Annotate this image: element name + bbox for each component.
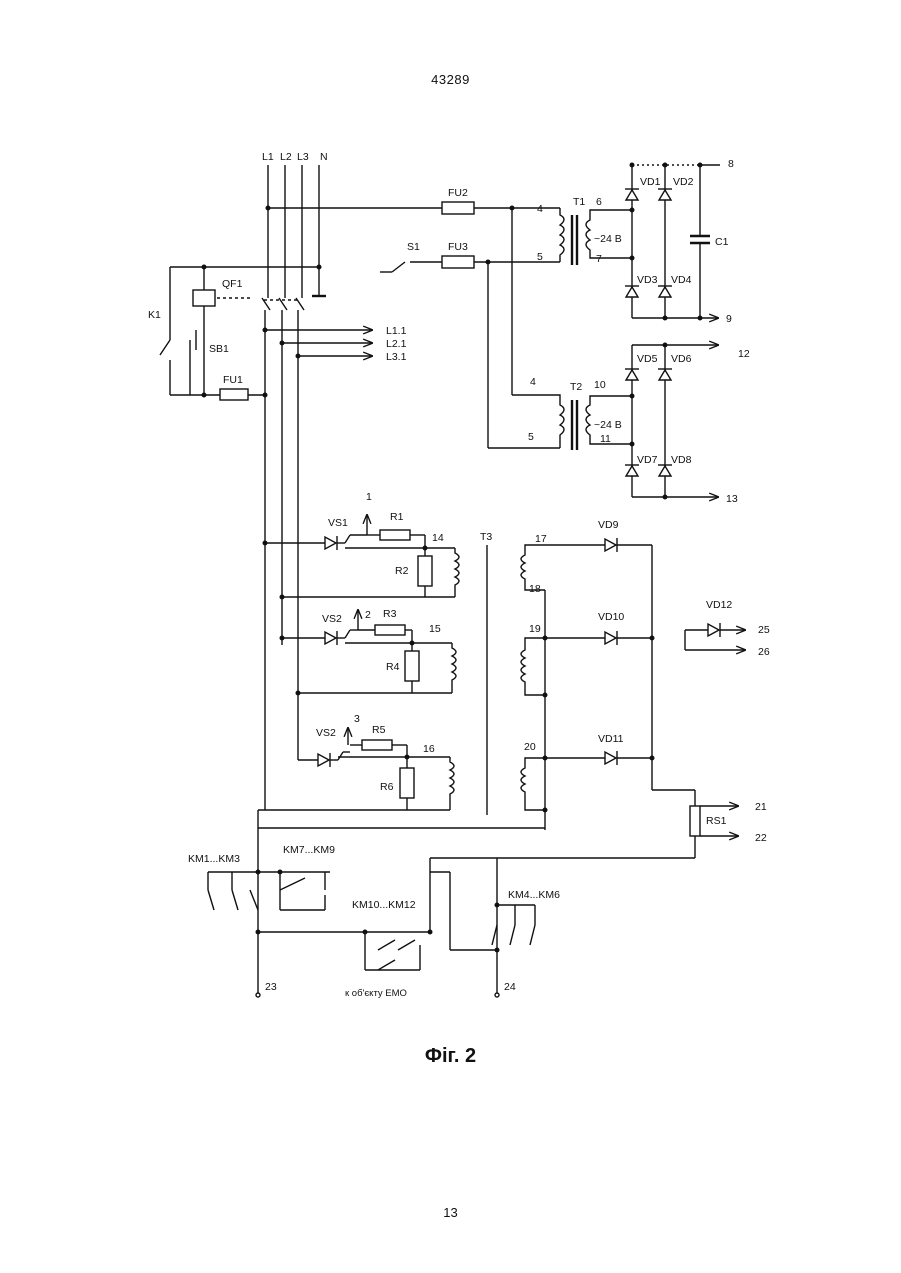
label-s1: S1	[407, 241, 420, 253]
label-t2-pin4: 4	[530, 376, 536, 388]
label-vd12: VD12	[706, 599, 732, 611]
transformer-supply	[266, 202, 560, 448]
label-vs1: VS1	[328, 517, 348, 529]
label-pin18: 18	[529, 583, 541, 595]
label-pin24: 24	[504, 981, 516, 993]
label-vs2-first: VS2	[322, 613, 342, 625]
page-number: 13	[0, 1205, 901, 1220]
label-pin22: 22	[755, 832, 767, 844]
label-vd4: VD4	[671, 274, 692, 286]
label-pin19: 19	[529, 623, 541, 635]
label-r3: R3	[383, 608, 397, 620]
transformer-t3-secondary	[521, 538, 738, 858]
label-t2-pin5: 5	[528, 431, 534, 443]
thyristor-branch-1	[263, 515, 459, 599]
label-sb1: SB1	[209, 343, 229, 355]
label-pin16: 16	[423, 743, 435, 755]
label-vs2-second: VS2	[316, 727, 336, 739]
label-pin20: 20	[524, 741, 536, 753]
rectifier-bridge-2	[625, 343, 718, 499]
label-pin3: 3	[354, 713, 360, 725]
label-l21: L2.1	[386, 338, 407, 350]
label-rs1: RS1	[706, 815, 727, 827]
label-vd2: VD2	[673, 176, 694, 188]
label-r4: R4	[386, 661, 400, 673]
label-vd1: VD1	[640, 176, 661, 188]
label-n: N	[320, 151, 328, 163]
label-r1: R1	[390, 511, 404, 523]
label-pin14: 14	[432, 532, 444, 544]
label-vd7: VD7	[637, 454, 658, 466]
power-bus	[262, 165, 326, 810]
label-pin12: 12	[738, 348, 750, 360]
label-km7-km9: KM7...KM9	[283, 844, 335, 856]
label-pin15: 15	[429, 623, 441, 635]
thyristor-branch-3	[258, 728, 454, 810]
label-pin9: 9	[726, 313, 732, 325]
label-l1: L1	[262, 151, 274, 163]
label-pin13: 13	[726, 493, 738, 505]
label-km1-km3: KM1...KM3	[188, 853, 240, 865]
label-fu1: FU1	[223, 374, 243, 386]
label-vd11: VD11	[598, 733, 624, 745]
label-k1: K1	[148, 309, 161, 321]
label-pin1: 1	[366, 491, 372, 503]
label-t1: T1	[573, 196, 585, 208]
label-pin10: 10	[594, 379, 606, 391]
label-km4-km6: KM4...KM6	[508, 889, 560, 901]
label-pin21: 21	[755, 801, 767, 813]
label-pin25: 25	[758, 624, 770, 636]
label-t1-pin5: 5	[537, 251, 543, 263]
label-vd9: VD9	[598, 519, 619, 531]
label-pin26: 26	[758, 646, 770, 658]
label-vd8: VD8	[671, 454, 692, 466]
label-km10-km12: KM10...KM12	[352, 899, 416, 911]
label-qf1: QF1	[222, 278, 243, 290]
label-l11: L1.1	[386, 325, 407, 337]
label-l2: L2	[280, 151, 292, 163]
contactor-block	[208, 810, 695, 997]
label-fu3: FU3	[448, 241, 468, 253]
label-emo-object: к об'єкту ЕМО	[345, 988, 407, 999]
label-l31: L3.1	[386, 351, 407, 363]
label-t2: T2	[570, 381, 582, 393]
label-vd5: VD5	[637, 353, 658, 365]
label-l3: L3	[297, 151, 309, 163]
label-vd3: VD3	[637, 274, 658, 286]
label-r6: R6	[380, 781, 394, 793]
label-voltage-24v-2: ~24 B	[594, 419, 622, 431]
phase-outputs	[263, 328, 372, 358]
label-pin23: 23	[265, 981, 277, 993]
label-pin17: 17	[535, 533, 547, 545]
label-voltage-24v-1: ~24 B	[594, 233, 622, 245]
label-pin8: 8	[728, 158, 734, 170]
diode-vd12	[685, 623, 745, 650]
label-pin11: 11	[600, 433, 611, 445]
label-c1: C1	[715, 236, 729, 248]
label-fu2: FU2	[448, 187, 468, 199]
label-t1-pin4: 4	[537, 203, 543, 215]
label-r2: R2	[395, 565, 409, 577]
label-pin6: 6	[596, 196, 602, 208]
label-pin7: 7	[596, 253, 602, 265]
label-r5: R5	[372, 724, 386, 736]
label-vd10: VD10	[598, 611, 624, 623]
label-vd6: VD6	[671, 353, 692, 365]
figure-caption: Фіг. 2	[0, 1045, 901, 1068]
label-t3: T3	[480, 531, 492, 543]
label-pin2: 2	[365, 609, 371, 621]
